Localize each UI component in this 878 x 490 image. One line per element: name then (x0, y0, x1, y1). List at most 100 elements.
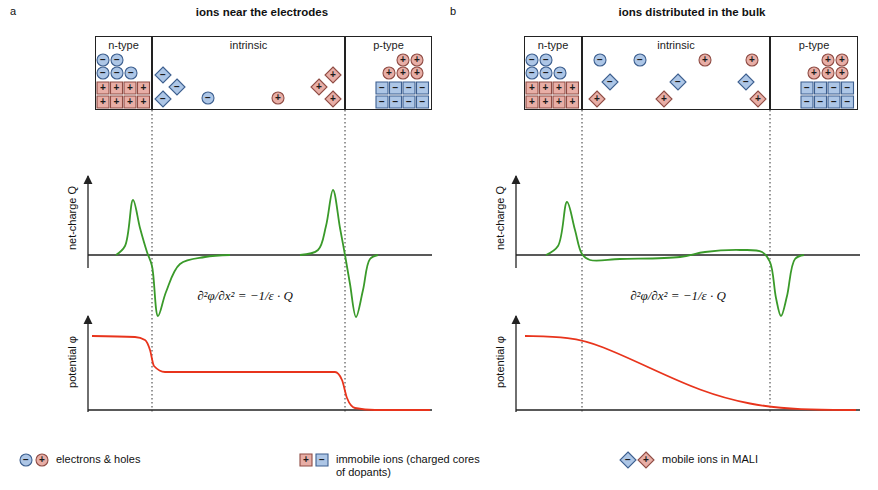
mobile-ion-symbol (738, 74, 754, 90)
charge-sign: − (557, 68, 563, 78)
carrier-symbol (272, 92, 284, 104)
immobile-ion-symbol (828, 96, 840, 108)
immobile-ion-symbol (567, 82, 579, 94)
mobile-ion-symbol (325, 67, 341, 83)
net-charge-curve (546, 202, 804, 316)
region-label: intrinsic (583, 37, 769, 51)
charge-sign: + (839, 55, 845, 65)
charge-sign: − (114, 68, 120, 78)
immobile-ion-symbol (567, 96, 579, 108)
mobile-ion-symbol (602, 74, 618, 90)
potential-curve (525, 336, 856, 410)
charge-sign: + (839, 68, 845, 78)
panel-letter: a (10, 5, 16, 18)
charge-sign: − (804, 83, 810, 93)
charge-sign: − (174, 82, 180, 92)
mobile-ion-symbol (670, 74, 686, 90)
charge-sign: + (39, 455, 45, 465)
charge-sign: − (420, 97, 426, 107)
axis-label: potential φ (66, 336, 79, 388)
charge-sign: + (303, 455, 309, 465)
immobile-ion-symbol (526, 96, 538, 108)
charge-sign: + (127, 83, 133, 93)
charge-sign: + (529, 97, 535, 107)
axis-label: net-charge Q (494, 186, 507, 250)
mobile-ion-symbol (311, 79, 327, 95)
mobile-ion-symbol (620, 452, 636, 468)
immobile-ion-symbol (111, 82, 123, 94)
immobile-ion-symbol (124, 82, 136, 94)
charge-sign: − (675, 77, 681, 87)
carrier-symbol (836, 54, 848, 66)
mobile-ion-symbol (656, 91, 672, 107)
carrier-symbol (411, 67, 423, 79)
carrier-symbol (836, 67, 848, 79)
carrier-symbol (540, 67, 552, 79)
carrier-symbol (125, 67, 137, 79)
charge-sign: + (141, 83, 147, 93)
charge-sign: + (330, 94, 336, 104)
immobile-ion-symbol (540, 82, 552, 94)
immobile-ion-symbol (403, 96, 415, 108)
carrier-symbol (36, 454, 48, 466)
charge-sign: + (141, 97, 147, 107)
charge-y-axis (515, 176, 516, 268)
potential-y-axis (515, 316, 516, 412)
immobile-ion-symbol (417, 82, 429, 94)
legend-text: immobile ions (charged cores of dopants) (336, 453, 486, 478)
charge-sign: − (845, 83, 851, 93)
mobile-ion-symbol (155, 91, 171, 107)
charge-sign: − (406, 83, 412, 93)
carrier-symbol (397, 67, 409, 79)
charge-sign: + (316, 82, 322, 92)
charge-sign: + (275, 93, 281, 103)
carrier-symbol (397, 54, 409, 66)
charge-sign: + (749, 55, 755, 65)
carrier-symbol (111, 67, 123, 79)
charge-symbols (20, 54, 854, 468)
charge-sign: − (393, 83, 399, 93)
immobile-ion-symbol (801, 82, 813, 94)
carrier-symbol (97, 67, 109, 79)
charge-sign: − (845, 97, 851, 107)
charge-sign: + (556, 83, 562, 93)
charge-sign: − (637, 55, 643, 65)
carrier-symbol (746, 54, 758, 66)
immobile-ion-symbol (801, 96, 813, 108)
charge-sign: − (607, 77, 613, 87)
region-label: n-type (96, 37, 151, 51)
carrier-symbol (526, 67, 538, 79)
charge-sign: + (811, 68, 817, 78)
carrier-symbol (383, 67, 395, 79)
immobile-ion-symbol (390, 82, 402, 94)
charge-sign: − (379, 97, 385, 107)
immobile-ion-symbol (842, 82, 854, 94)
charge-sign: + (570, 83, 576, 93)
charge-sign: + (414, 68, 420, 78)
charge-y-axis (87, 176, 88, 268)
immobile-ion-symbol (111, 96, 123, 108)
immobile-ion-symbol (97, 96, 109, 108)
charge-sign: − (543, 68, 549, 78)
axis-label: net-charge Q (66, 186, 79, 250)
charge-sign: − (379, 83, 385, 93)
charge-sign: − (100, 68, 106, 78)
axis-label: potential φ (494, 336, 507, 388)
carrier-symbol (822, 67, 834, 79)
charge-sign: − (743, 77, 749, 87)
immobile-ion-symbol (828, 82, 840, 94)
immobile-ion-symbol (376, 82, 388, 94)
immobile-ion-symbol (300, 454, 312, 466)
immobile-ion-symbol (376, 96, 388, 108)
carrier-symbol (97, 54, 109, 66)
charge-sign: + (570, 97, 576, 107)
charge-sign: − (23, 455, 29, 465)
potential-curve (92, 336, 430, 410)
carrier-symbol (526, 54, 538, 66)
carrier-symbol (822, 54, 834, 66)
carrier-symbol (634, 54, 646, 66)
immobile-ion-symbol (390, 96, 402, 108)
charge-sign: − (529, 55, 535, 65)
mobile-ion-symbol (638, 452, 654, 468)
charge-sign: + (100, 83, 106, 93)
